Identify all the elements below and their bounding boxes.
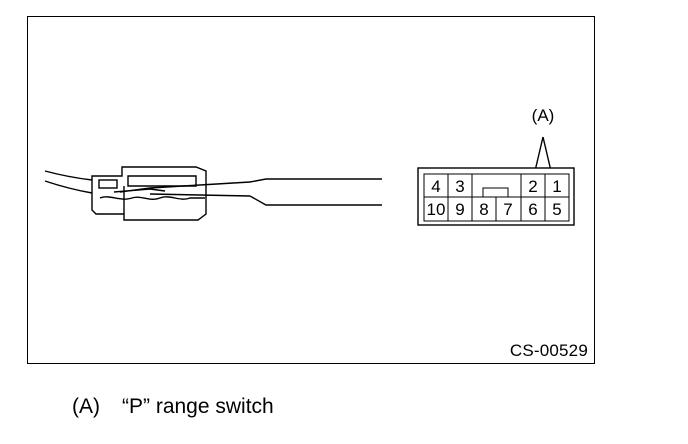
callout-lines <box>534 136 552 172</box>
pin-label: 2 <box>528 177 537 196</box>
harness-wires <box>44 170 93 194</box>
pin-label: 5 <box>552 200 561 219</box>
pin-label: 10 <box>427 200 446 219</box>
pin-label: 6 <box>528 200 537 219</box>
figure-code: CS-00529 <box>509 341 588 360</box>
pin-label: 3 <box>455 177 464 196</box>
caption-text: “P” range switch <box>122 395 274 418</box>
switch-connector-face: 4 3 2 1 10 9 8 7 6 5 <box>417 167 575 226</box>
pin-label: 7 <box>503 200 512 219</box>
figure-caption: (A) “P” range switch <box>72 395 274 419</box>
figure-frame: CS-00529 <box>27 16 595 364</box>
pin-label: 1 <box>552 177 561 196</box>
pin-label: 9 <box>455 200 464 219</box>
pin-label: 4 <box>431 177 440 196</box>
harness-connector <box>91 166 207 221</box>
test-probe <box>119 178 382 206</box>
callout-label: (A) <box>532 106 555 125</box>
caption-marker: (A) <box>72 395 100 418</box>
pin-label: 8 <box>479 200 488 219</box>
